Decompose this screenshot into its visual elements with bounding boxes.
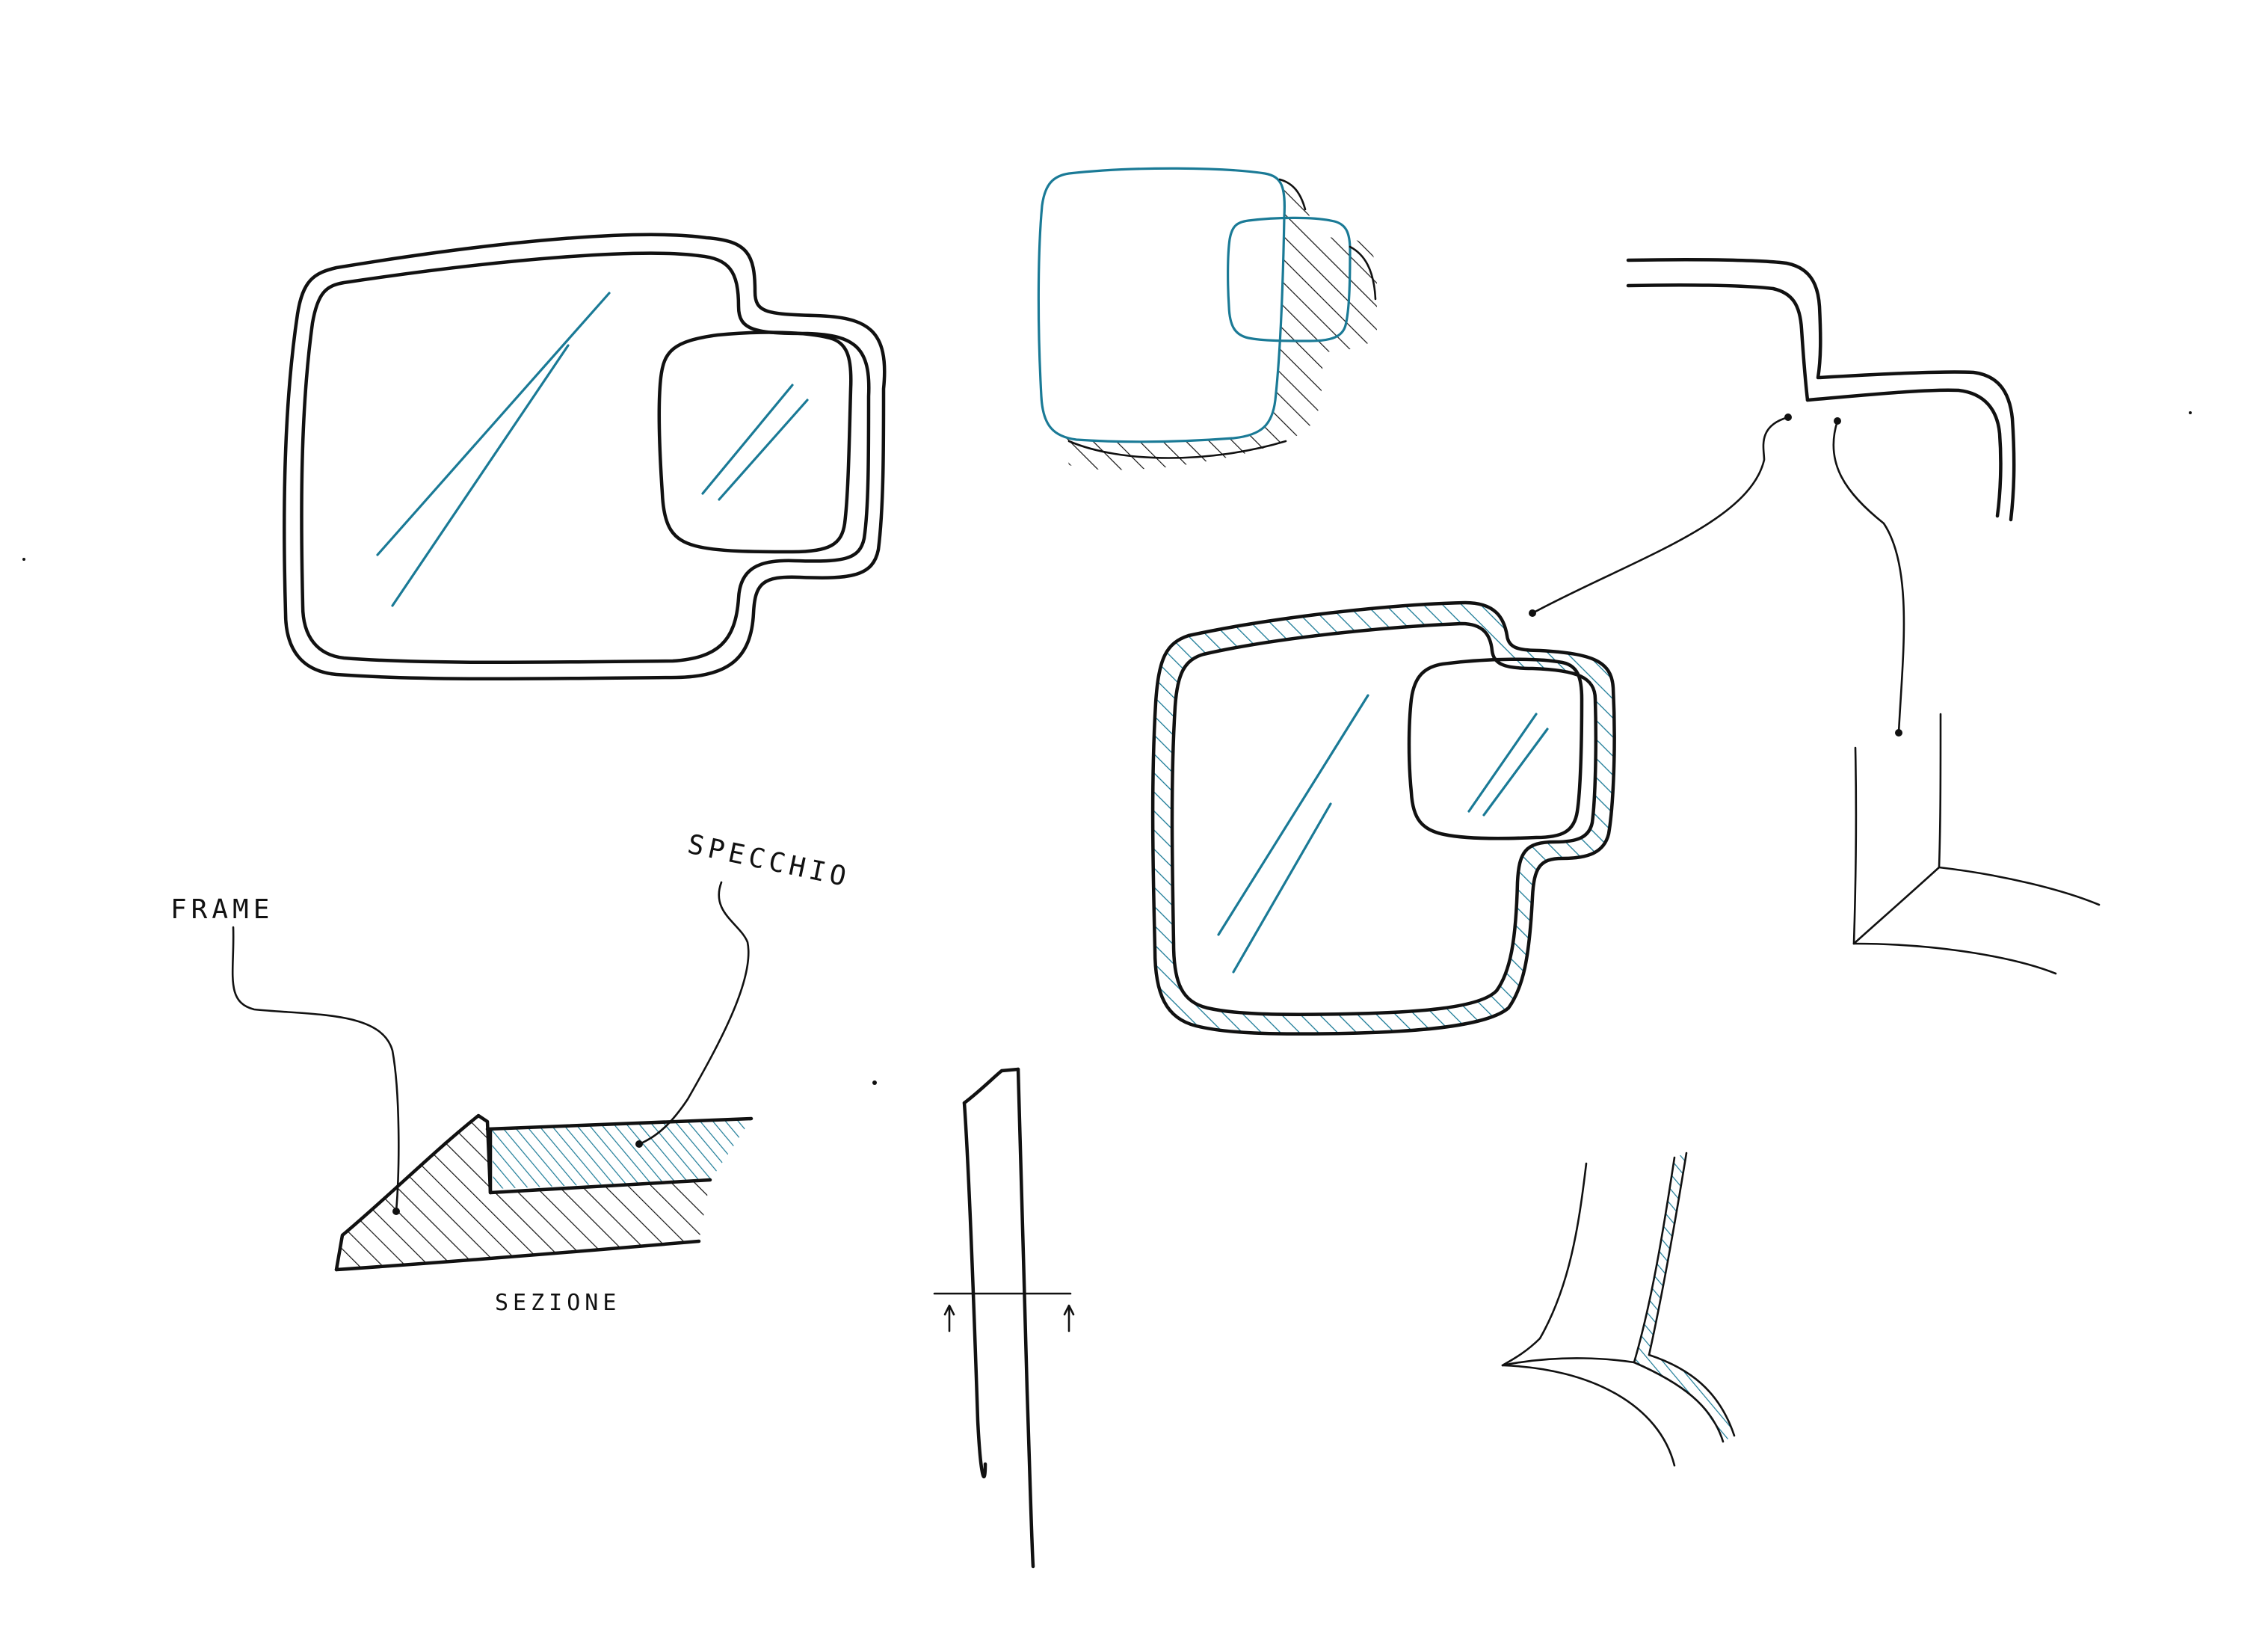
teal-frame-small-pane [1407,657,1584,840]
ink-speck [2189,411,2192,414]
section-base-line [334,1239,701,1272]
side-profile [933,1067,1075,1569]
teal-edge-outline [1633,1156,1676,1364]
glass-reflection-stroke [391,344,570,607]
curved-floor-sweep [1648,1353,1736,1437]
glass-reflection-stroke [701,384,794,495]
section-label: SEZIONE [495,1290,620,1316]
mirror-top-line [485,1116,754,1131]
leader-line-to-corner [1832,419,1905,734]
curved-back-edge [1501,1162,1588,1367]
corner-edge-diagonal [1852,866,1941,945]
corner-outline-right [1805,388,2003,518]
cut-arrow-left-head [943,1304,955,1316]
cut-arrow-right-head [1063,1304,1075,1316]
glass-reflection-stroke [376,292,611,556]
curved-lower-line [1501,1364,1676,1467]
corner-outline-left [1626,257,1822,380]
corner-outline-right-inner [1817,370,2016,522]
mirror-section-hatch [492,1119,751,1189]
mirror-frame-outer-outline [283,233,887,681]
leader-line-mirror [638,881,750,1146]
mirror-front-view [283,233,887,681]
corner-left-wall [1852,746,1858,945]
mirror-frame-inner-outline [300,251,871,665]
corner-detail-top [1529,257,2016,737]
section-outline [334,1113,712,1272]
frame-section-hatch [336,1116,710,1270]
curved-corner-detail [1501,1152,1736,1467]
leader-line-frame [231,926,400,1213]
corner-edge-vertical [1938,713,1942,869]
side-profile-right-edge [1016,1067,1035,1569]
glass-reflection-stroke [1232,802,1332,974]
teal-edge-outline [1648,1152,1688,1356]
corner-detail-angle [1852,713,2101,975]
shadow-edge-stroke [1067,440,1287,459]
mirror-shadow-study [1037,167,1377,470]
glass-reflection-stroke [1467,713,1538,813]
teal-frame-inner-outline [1170,621,1598,1016]
glass-reflection-stroke [1217,694,1369,936]
callout-dot [635,1140,643,1148]
callout-dot [1529,609,1536,617]
mirror-small-pane-teal [1227,216,1352,342]
teal-frame-hatch [1153,603,1615,1034]
side-profile-left-edge [962,1101,987,1479]
shadow-edge-stroke [1349,245,1377,301]
mirror-with-teal-frame [1150,600,1616,1036]
mirror-small-pane [657,330,853,554]
side-profile-top [962,1067,1020,1105]
mirror-large-pane-teal [1037,167,1286,443]
glass-reflection-stroke [1482,728,1549,817]
glass-reflection-stroke [718,399,809,501]
teal-frame-outer-outline [1150,600,1616,1036]
curved-floor-sweep [1633,1361,1725,1443]
corner-floor-right [1938,866,2101,906]
ink-speck [22,558,25,561]
frame-label: FRAME [170,894,274,925]
callout-dot [1895,729,1902,737]
curved-floor-line [1501,1357,1636,1367]
ink-speck [872,1080,877,1085]
callout-dot [392,1208,400,1215]
cast-shadow-hatch [1061,179,1377,470]
shadow-edge-stroke [1278,178,1307,211]
corner-outline-inner [1626,283,1810,402]
leader-line-to-teal-mirror [1531,416,1790,615]
mirror-label: SPECCHIO [685,829,853,894]
teal-edge-hatch [1634,1153,1734,1442]
corner-floor-front [1852,942,2057,975]
section-profile: FRAME SPECCHIO SEZIONE [170,829,853,1316]
